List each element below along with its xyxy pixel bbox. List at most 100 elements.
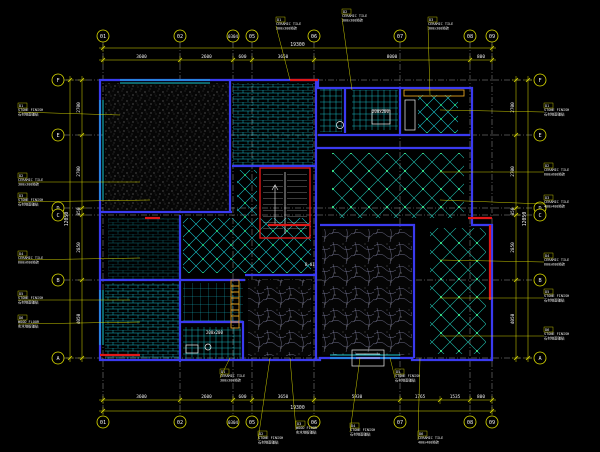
grid-bubble-label: 08 bbox=[467, 34, 473, 40]
callout-material: STONE FINISH bbox=[18, 198, 43, 202]
grid-bubble-left: C bbox=[51, 208, 65, 222]
grid-bubble-label: 06 bbox=[311, 420, 317, 426]
dimension-value: 2850 bbox=[76, 242, 82, 253]
callout-spec: 600x600地砖 bbox=[544, 172, 566, 177]
grid-bubble-left: E bbox=[51, 128, 65, 142]
grid-bubble-left: A bbox=[51, 351, 65, 365]
dimension-value: 2850 bbox=[510, 242, 516, 253]
dimension-value: 850 bbox=[76, 207, 82, 215]
dimension-value: 2700 bbox=[510, 102, 516, 113]
grid-bubble-label: A bbox=[56, 356, 60, 362]
dimension-total: 19300 bbox=[290, 405, 305, 411]
callout-spec: 石材地面铺贴 bbox=[18, 300, 39, 305]
callout-spec: 石材地面铺贴 bbox=[18, 112, 39, 117]
callout-spec: 600x600地砖 bbox=[544, 262, 566, 267]
grid-bubble-bottom: 0304 bbox=[226, 415, 240, 429]
grid-bubble-label: 01 bbox=[100, 34, 106, 40]
callout-code: D3 bbox=[429, 18, 433, 22]
callout-code: D5 bbox=[396, 370, 400, 374]
callout-spec: 实木地板铺贴 bbox=[296, 430, 317, 435]
dim-bottom-total: 19300 bbox=[99, 405, 496, 415]
callout-material: STONE FINISH bbox=[258, 436, 283, 440]
grid-bubble-top: 06 bbox=[307, 29, 321, 43]
grid-bubble-label: C bbox=[538, 213, 541, 219]
callout-material: CERAMIC TILE bbox=[544, 200, 569, 204]
grid-bubble-label: 07 bbox=[397, 34, 403, 40]
grid-bubble-bottom: 09 bbox=[485, 415, 499, 429]
dimension-value: 1765 bbox=[415, 394, 426, 400]
grid-bubble-label: 05 bbox=[249, 420, 255, 426]
dimension-value: 600 bbox=[239, 54, 247, 60]
room-code-labels: 200x200 200x200 B-01 bbox=[206, 109, 389, 335]
dimension-value: 2600 bbox=[201, 394, 212, 400]
callout-code: D2 bbox=[19, 174, 23, 178]
grid-bubble-label: 07 bbox=[397, 420, 403, 426]
room-upper-right-hall bbox=[332, 153, 464, 218]
grid-bubble-label: 08 bbox=[467, 420, 473, 426]
callout-material: CERAMIC TILE bbox=[342, 14, 367, 18]
callout-material: STONE FINISH bbox=[350, 428, 375, 432]
rooms bbox=[105, 83, 486, 361]
callout-material: CERAMIC TILE bbox=[18, 256, 43, 260]
grid-bubble-bottom: 05 bbox=[245, 415, 259, 429]
grid-bubble-label: 0304 bbox=[228, 420, 239, 425]
dimension-value: 1535 bbox=[450, 394, 461, 400]
callout-spec: 实木地板铺贴 bbox=[18, 324, 39, 329]
dim-left-total: 12050 bbox=[64, 76, 74, 362]
windows bbox=[99, 79, 400, 359]
grid-bubble-label: E bbox=[56, 133, 59, 139]
grid-bubble-top: 05 bbox=[245, 29, 259, 43]
callout-code: D2 bbox=[259, 432, 263, 436]
grid-bubble-top: 02 bbox=[173, 29, 187, 43]
dimension-value: 850 bbox=[510, 207, 516, 215]
callout-material: WOOD FLOOR bbox=[296, 426, 318, 430]
grid-bubble-bottom: 07 bbox=[393, 415, 407, 429]
callout-code: D4 bbox=[545, 254, 549, 258]
grid-bubble-right: F bbox=[533, 73, 547, 87]
grid-bubble-top: 09 bbox=[485, 29, 499, 43]
dimension-value: 2600 bbox=[201, 54, 212, 60]
dimension-value: 600 bbox=[239, 394, 247, 400]
dimension-value: 3600 bbox=[136, 54, 147, 60]
grid-bubble-label: B bbox=[538, 278, 541, 284]
grid-bubble-label: E bbox=[538, 133, 541, 139]
dimension-value: 2700 bbox=[76, 102, 82, 113]
dimension-value: 4050 bbox=[510, 313, 516, 324]
grid-bubble-label: 06 bbox=[311, 34, 317, 40]
callout-code: D4 bbox=[351, 424, 355, 428]
callout-material: CERAMIC TILE bbox=[544, 258, 569, 262]
callout-spec: 石材地面铺贴 bbox=[544, 112, 565, 117]
grid-bubble-label: 02 bbox=[177, 34, 183, 40]
grid-bubble-top: 0304 bbox=[226, 29, 240, 43]
grid-bubble-right: B bbox=[533, 273, 547, 287]
callout-spec: 石材地面铺贴 bbox=[544, 298, 565, 303]
callout-spec: 600x600地砖 bbox=[18, 260, 40, 265]
callout-code: D5 bbox=[545, 290, 549, 294]
grid-bubble-right: A bbox=[533, 351, 547, 365]
svg-text:B-01: B-01 bbox=[305, 262, 315, 267]
dimension-value: 800 bbox=[477, 394, 485, 400]
grid-bubble-top: 01 bbox=[96, 29, 110, 43]
callout-material: STONE FINISH bbox=[544, 108, 569, 112]
grid-bubble-label: A bbox=[538, 356, 542, 362]
dim-right-total: 12050 bbox=[522, 76, 532, 362]
grid-bubble-bottom: 01 bbox=[96, 415, 110, 429]
dimension-value: 3650 bbox=[278, 394, 289, 400]
callout-code: D1 bbox=[545, 104, 549, 108]
